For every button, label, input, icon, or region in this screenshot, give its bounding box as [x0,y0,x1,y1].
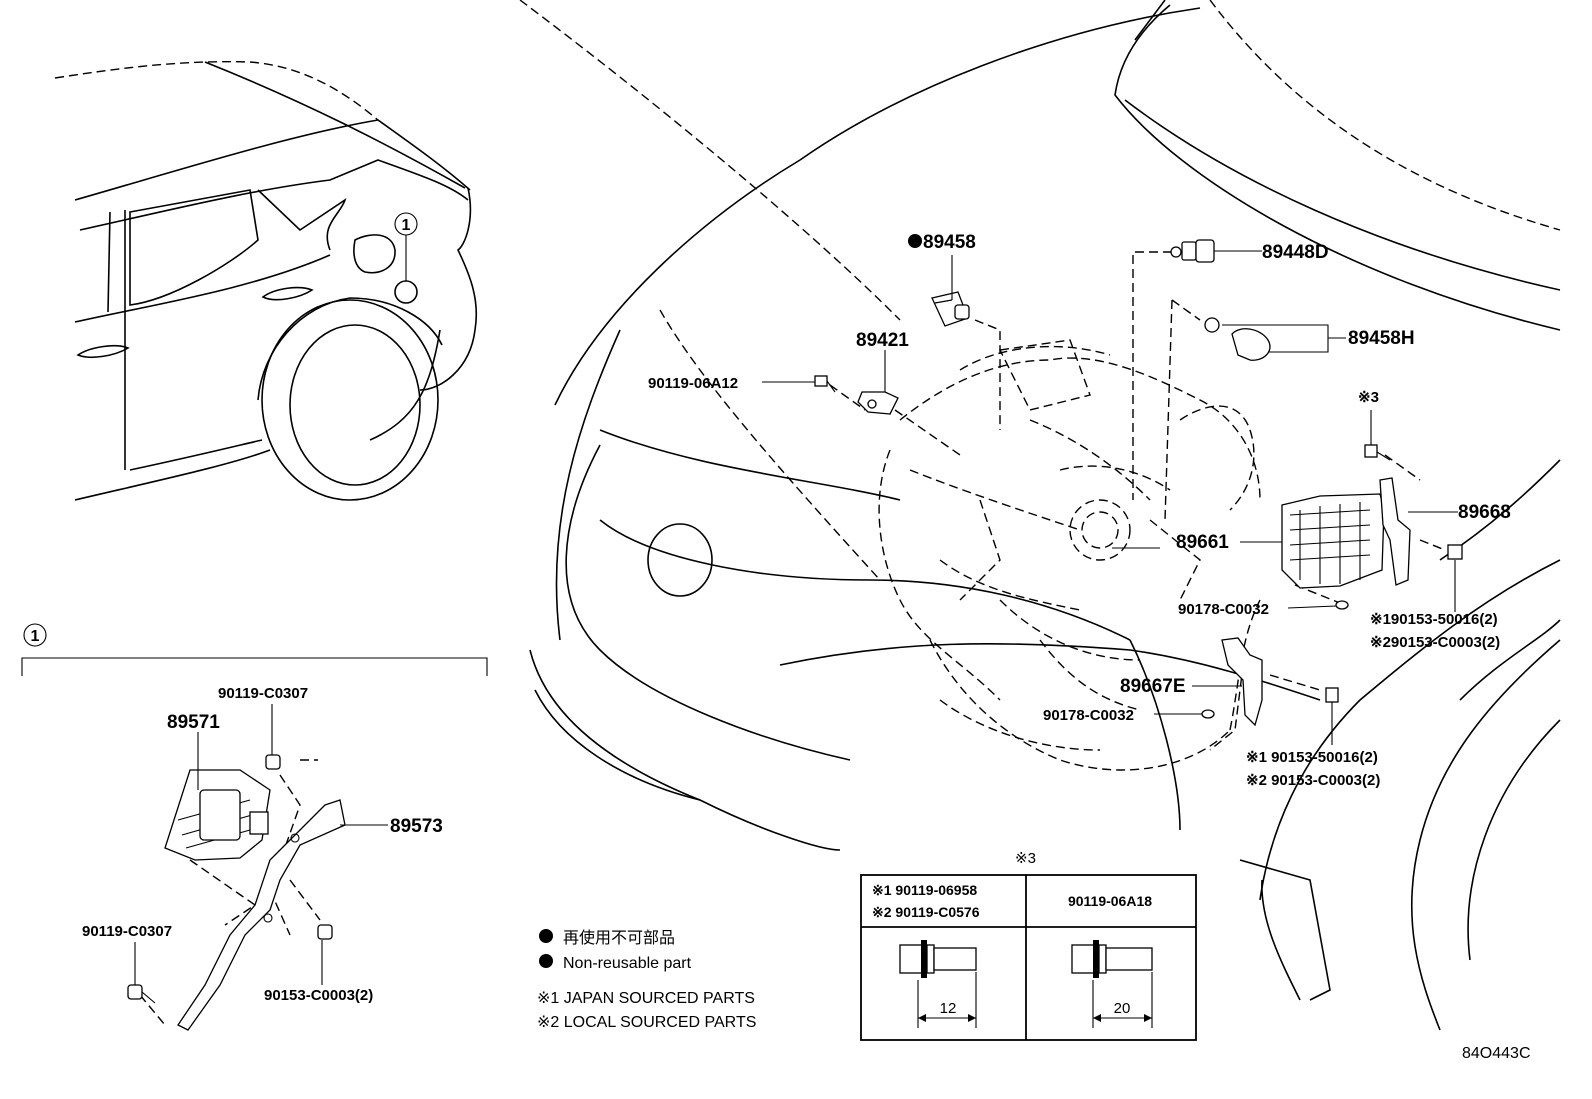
detail-1-number: 1 [31,628,40,645]
legend-line-1: 再使用不可部品 [563,928,675,947]
label-89458h[interactable]: 89458H [1222,324,1415,353]
label-90153-c0003-detail[interactable]: 90153-C0003(2) [264,940,373,1004]
table-dim-2: 20 [1114,1000,1131,1017]
part-number-90153-c0003-b: ※2 90153-C0003(2) [1246,772,1380,789]
rear-vehicle-outline [54,61,478,501]
bolt-90119-c0307-top[interactable] [265,754,281,770]
callout-1-number: 1 [402,217,411,234]
part-number-89661: 89661 [1176,532,1229,553]
bolt-20-drawing: 20 [1071,940,1153,1028]
label-89421[interactable]: 89421 [856,330,909,392]
bolt-12-drawing: 12 [899,940,977,1028]
label-90153-lower[interactable]: ※1 90153-50016(2) ※2 90153-C0003(2) [1246,702,1380,789]
sensor-89421[interactable] [857,391,899,415]
bolt-90153-c0003-detail[interactable] [317,924,333,940]
table-dim-1: 12 [940,1000,957,1017]
label-89573[interactable]: 89573 [340,816,443,837]
part-number-89458h: 89458H [1348,328,1415,349]
part-number-89573: 89573 [390,816,443,837]
note3-mark: ※3 [1358,389,1379,406]
sensor-89448d[interactable] [1170,239,1215,263]
part-number-90119-06a12: 90119-06A12 [648,375,738,392]
bolt-90119-06a12[interactable] [814,375,836,393]
part-number-89571: 89571 [167,712,220,733]
table-mark: ※3 [1015,850,1036,867]
label-90153-right[interactable]: ※190153-50016(2) ※290153-C0003(2) [1370,560,1500,651]
bolt-90119-c0307-bottom[interactable] [127,984,156,1004]
label-89458[interactable]: 89458 [908,232,976,300]
table-col2: 90119-06A18 [1068,893,1152,909]
part-number-90153-50016-b: ※1 90153-50016(2) [1246,749,1378,766]
label-90119-06a12[interactable]: 90119-06A12 [648,375,815,392]
part-number-90153-c0003-c: 90153-C0003(2) [264,987,373,1004]
label-89571[interactable]: 89571 [167,712,220,790]
label-89448d[interactable]: 89448D [1214,242,1329,263]
part-number-89667e: 89667E [1120,676,1186,697]
nut-90178-lower[interactable] [1201,709,1215,719]
bolt-spec-table: ※3 ※1 90119-06958 ※2 90119-C0576 90119-0… [860,850,1197,1041]
legend-line-2: Non-reusable part [563,955,692,972]
sensor-89458[interactable] [931,291,970,327]
legend-line-4: ※2 LOCAL SOURCED PARTS [537,1014,756,1031]
label-note3-top: ※3 [1358,389,1379,445]
part-number-89421: 89421 [856,330,909,351]
part-number-89668: 89668 [1458,502,1511,523]
table-col1-row1: ※1 90119-06958 [872,882,977,898]
part-number-89458: 89458 [923,232,976,253]
label-90119-c0307-top[interactable]: 90119-C0307 [218,685,308,755]
label-90119-c0307-bottom[interactable]: 90119-C0307 [82,923,172,985]
part-number-90119-c0307-top: 90119-C0307 [218,685,308,702]
front-vehicle-outline [519,0,1561,1031]
label-89661[interactable]: 89661 [1112,532,1282,553]
part-number-89448d: 89448D [1262,242,1329,263]
drawing-code: 84O443C [1462,1045,1531,1062]
callout-1-marker[interactable]: 1 [394,212,418,281]
label-89667e[interactable]: 89667E [1120,676,1242,697]
label-90178-c0032-upper[interactable]: 90178-C0032 [1178,601,1337,618]
detail-1-header: 1 [21,623,488,676]
part-number-90178-c0032-upper: 90178-C0032 [1178,601,1269,618]
legend: 再使用不可部品 Non-reusable part ※1 JAPAN SOURC… [537,928,756,1031]
engine-assembly [878,339,1261,771]
detail-1-parts [139,759,321,1026]
table-col1-row2: ※2 90119-C0576 [872,904,980,920]
bolt-3-top[interactable] [1364,444,1391,461]
bolt-90153-right[interactable] [1447,544,1463,560]
bolt-90153-lower[interactable] [1325,687,1339,703]
part-number-90178-c0032-lower: 90178-C0032 [1043,707,1134,724]
part-number-90153-50016-a: ※190153-50016(2) [1370,611,1498,628]
bracket-89573[interactable] [177,799,346,1031]
bracket-89668[interactable] [1379,477,1411,586]
label-90178-c0032-lower[interactable]: 90178-C0032 [1043,707,1202,724]
ecu-89661[interactable] [1281,493,1385,589]
legend-line-3: ※1 JAPAN SOURCED PARTS [537,990,755,1007]
bracket-89667e[interactable] [1221,637,1263,727]
sensor-89458h[interactable] [1204,317,1271,361]
label-89668[interactable]: 89668 [1408,502,1511,523]
part-number-90119-c0307-bottom: 90119-C0307 [82,923,172,940]
nut-90178-upper[interactable] [1335,600,1349,610]
part-number-90153-c0003-a: ※290153-C0003(2) [1370,634,1500,651]
actuator-89571[interactable] [164,769,271,861]
